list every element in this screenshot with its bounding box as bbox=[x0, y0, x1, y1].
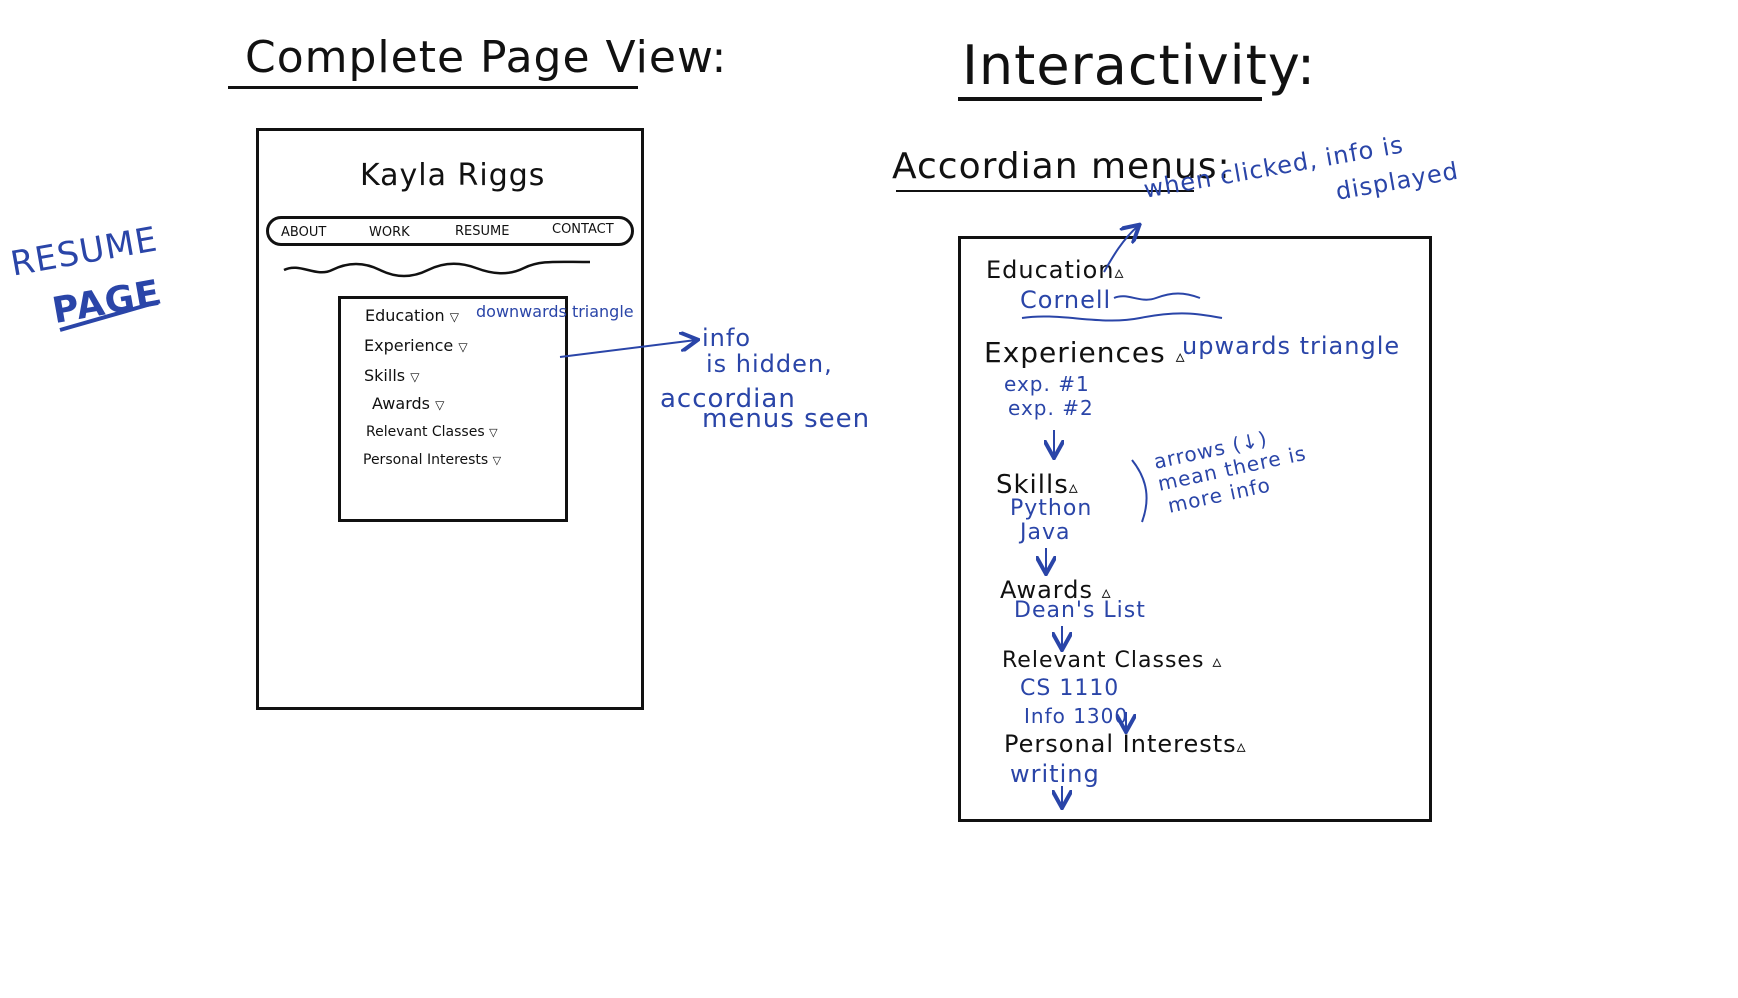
hidden-info-note-2: is hidden, bbox=[706, 350, 833, 378]
hidden-info-arrow bbox=[559, 340, 696, 358]
left-heading: Complete Page View: bbox=[245, 32, 728, 83]
awards-item: Dean's List bbox=[1014, 598, 1146, 623]
up-triangle-icon: ▵ bbox=[1212, 651, 1223, 672]
downwards-triangle-note: downwards triangle bbox=[476, 302, 634, 321]
mockup-item-label: Relevant Classes bbox=[366, 424, 485, 440]
skills-item-1: Python bbox=[1010, 496, 1093, 521]
mockup-accordion-box bbox=[338, 296, 568, 522]
mockup-item-label: Awards bbox=[372, 394, 430, 413]
section-title: Experiences bbox=[984, 336, 1166, 369]
mockup-item-awards[interactable]: Awards ▽ bbox=[372, 394, 444, 413]
down-triangle-icon: ▽ bbox=[489, 426, 498, 439]
mockup-item-personal-interests[interactable]: Personal Interests ▽ bbox=[363, 452, 501, 468]
accordion-expanded-frame bbox=[958, 236, 1432, 822]
right-heading: Interactivity: bbox=[962, 34, 1317, 97]
right-heading-underline bbox=[958, 97, 1262, 101]
mockup-item-label: Experience bbox=[364, 336, 454, 355]
section-title: Personal Interests bbox=[1004, 730, 1237, 758]
down-triangle-icon: ▽ bbox=[410, 370, 420, 384]
up-triangle-icon: ▵ bbox=[1236, 736, 1247, 757]
mockup-item-education[interactable]: Education ▽ bbox=[365, 306, 459, 325]
mockup-name: Kayla Riggs bbox=[360, 158, 546, 193]
down-triangle-icon: ▽ bbox=[449, 310, 459, 324]
mockup-item-label: Skills bbox=[364, 366, 406, 385]
section-title: Relevant Classes bbox=[1002, 648, 1205, 673]
section-personal-interests-title[interactable]: Personal Interests▵ bbox=[1004, 730, 1247, 758]
arrows-note-bracket bbox=[1131, 459, 1148, 523]
classes-item-2: Info 1300 bbox=[1024, 704, 1129, 728]
right-subheading: Accordian menus: bbox=[892, 146, 1231, 187]
experience-item-1: exp. #1 bbox=[1004, 372, 1090, 396]
mockup-item-label: Education bbox=[365, 306, 445, 325]
mockup-item-label: Personal Interests bbox=[363, 452, 489, 468]
section-title: Education bbox=[986, 256, 1115, 284]
section-title: Awards bbox=[1000, 576, 1093, 604]
nav-work[interactable]: WORK bbox=[369, 225, 410, 240]
experience-item-2: exp. #2 bbox=[1008, 396, 1094, 420]
up-triangle-icon: ▵ bbox=[1114, 262, 1125, 283]
up-triangle-icon: ▵ bbox=[1101, 582, 1112, 603]
skills-item-2: Java bbox=[1020, 520, 1071, 545]
down-triangle-icon: ▽ bbox=[458, 340, 468, 354]
nav-resume[interactable]: RESUME bbox=[455, 224, 510, 239]
mockup-item-experience[interactable]: Experience ▽ bbox=[364, 336, 468, 355]
section-education-title[interactable]: Education▵ bbox=[986, 256, 1125, 284]
up-triangle-icon: ▵ bbox=[1068, 477, 1079, 498]
section-skills-title[interactable]: Skills▵ bbox=[996, 470, 1079, 500]
classes-item-1: CS 1110 bbox=[1020, 676, 1120, 701]
nav-about[interactable]: ABOUT bbox=[281, 225, 327, 240]
interests-item: writing bbox=[1010, 760, 1100, 788]
up-triangle-icon: ▵ bbox=[1175, 346, 1186, 367]
section-relevant-classes-title[interactable]: Relevant Classes ▵ bbox=[1002, 648, 1222, 673]
upwards-triangle-note: upwards triangle bbox=[1182, 332, 1401, 360]
right-subheading-underline bbox=[896, 190, 1194, 192]
hidden-info-note-4: menus seen bbox=[702, 404, 871, 434]
mockup-item-skills[interactable]: Skills ▽ bbox=[364, 366, 419, 385]
down-triangle-icon: ▽ bbox=[435, 398, 445, 412]
education-squiggle-1 bbox=[1113, 292, 1201, 301]
section-awards-title[interactable]: Awards ▵ bbox=[1000, 576, 1112, 604]
nav-contact[interactable]: CONTACT bbox=[552, 222, 614, 237]
click-note-arrow bbox=[1103, 226, 1138, 273]
education-item: Cornell bbox=[1020, 286, 1112, 314]
mockup-navbar: ABOUT WORK RESUME CONTACT bbox=[266, 216, 634, 246]
down-triangle-icon: ▽ bbox=[492, 454, 502, 467]
page-mockup-frame bbox=[256, 128, 644, 710]
hidden-info-note-1: info bbox=[702, 324, 752, 352]
mockup-squiggle bbox=[283, 260, 591, 278]
education-squiggle-2 bbox=[1021, 312, 1223, 322]
left-heading-underline bbox=[228, 86, 638, 89]
hidden-info-note-3: accordian bbox=[660, 384, 796, 414]
mockup-item-relevant-classes[interactable]: Relevant Classes ▽ bbox=[366, 424, 498, 440]
section-title: Skills bbox=[996, 470, 1069, 500]
section-experiences-title[interactable]: Experiences ▵ bbox=[984, 336, 1186, 369]
